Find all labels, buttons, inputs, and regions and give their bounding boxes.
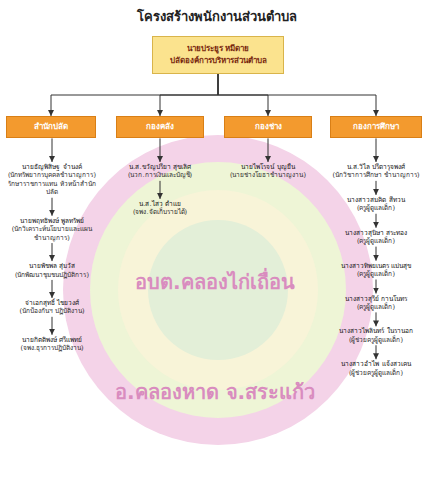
- node-body: (นักวิเคราะห์นโยบายและแผน ชำนาญการ): [4, 225, 100, 242]
- staff-entry: นางสาวทิพยเนตร แม่นสุข(ครูผู้ดูแลเด็ก): [324, 261, 428, 280]
- staff-entry: นายไพโรจน์ บุญยืน(นายช่างโยธาชำนาญงาน): [220, 162, 316, 181]
- node-body: (นักป้องกันฯ ปฏิบัติงาน): [4, 307, 100, 315]
- staff-entry: นายกิตติพงษ์ ศรีแพทย์(จพง.ธุรการปฏิบัติง…: [2, 335, 102, 354]
- watermark-text: อบต.คลองไก่เถื่อน: [135, 266, 295, 298]
- node-body: (นายช่างโยธาชำนาญงาน): [222, 171, 314, 179]
- node-body: ปลัดองค์การบริหารส่วนตำบล: [157, 55, 279, 67]
- connector-arrow: [376, 214, 377, 228]
- logo-center: [118, 190, 318, 390]
- staff-entry: จ่าเอกสุทธิ์ ไชยวงศ์(นักป้องกันฯ ปฏิบัติ…: [2, 298, 102, 317]
- connector-arrow: [160, 74, 218, 116]
- logo-outer-ring: [63, 135, 373, 445]
- connector-arrow: [376, 280, 377, 294]
- node-heading: นางสาวสุนิษา สระทอง: [326, 229, 426, 237]
- node-body: (ผู้ช่วยครูผู้ดูแลเด็ก): [326, 369, 426, 377]
- node-heading: นายพฤทธิพงษ์ พูลทรัพย์: [4, 217, 100, 225]
- node-heading: กองช่าง: [228, 122, 308, 132]
- node-heading: น.ส.ไสว ตำแย: [112, 200, 208, 208]
- staff-entry: น.ส.ขวัญปรียา สุขเลิศ(นวก.การเงินและบัญช…: [110, 162, 210, 181]
- connector-arrow: [52, 280, 53, 298]
- node-body: (นักพัฒนาชุมชนปฏิบัติการ): [4, 271, 100, 279]
- division-box: สำนักปลัด: [6, 116, 96, 138]
- connector-arrow: [52, 317, 53, 335]
- node-heading: นางสาวทิพยเนตร แม่นสุข: [326, 262, 426, 270]
- node-heading: นายพัชพล สุ่มวัส: [4, 262, 100, 270]
- division-box: กองการศึกษา: [330, 116, 422, 138]
- connector-arrow: [376, 345, 377, 359]
- staff-entry: นางสาวไพลินทร์ ในรานอก(ผู้ช่วยครูผู้ดูแล…: [324, 326, 428, 345]
- staff-entry: นางสาวสมคิด สีทวน(ครูผู้ดูแลเด็ก): [324, 195, 428, 214]
- node-heading: นายกิตติพงษ์ ศรีแพทย์: [4, 336, 100, 344]
- node-heading: นายประยูร หมีดาย: [157, 43, 279, 55]
- node-heading: กองคลัง: [120, 122, 200, 132]
- staff-entry: นางสาวอำไพ แจ้งสวเคน(ผู้ช่วยครูผู้ดูแลเด…: [324, 359, 428, 378]
- node-body: (นวก.การเงินและบัญชี): [112, 171, 208, 179]
- staff-entry: นางสาวสุรีย์ กานโนทร(ครูผู้ดูแลเด็ก): [324, 294, 428, 313]
- staff-entry: น.ส.ไสว ตำแย(จพง.จัดเก็บรายได้): [110, 199, 210, 218]
- connector-arrow: [51, 74, 218, 116]
- connector-arrow: [218, 74, 376, 116]
- node-heading: นางสาวอำไพ แจ้งสวเคน: [326, 360, 426, 368]
- node-heading: นางสาวสุรีย์ กานโนทร: [326, 295, 426, 303]
- node-heading: น.ส.วิไล ปรีดารุจพงศ์: [326, 163, 426, 171]
- connector-arrow: [52, 138, 53, 162]
- node-heading: นางสาวสมคิด สีทวน: [326, 196, 426, 204]
- connector-arrow: [160, 181, 161, 199]
- node-body: (นักทรัพยากรบุคคลชำนาญการ) รักษาราชการแท…: [4, 171, 100, 196]
- logo-inner-disc: [90, 162, 346, 418]
- chart-title: โครงสร้างพนักงานส่วนตำบล: [137, 6, 297, 27]
- node-body: (ครูผู้ดูแลเด็ก): [326, 237, 426, 245]
- node-body: (ครูผู้ดูแลเด็ก): [326, 204, 426, 212]
- connector-arrow: [52, 198, 53, 216]
- division-box: กองช่าง: [224, 116, 312, 138]
- node-heading: สำนักปลัด: [10, 122, 92, 132]
- connector-arrow: [376, 181, 377, 195]
- connector-arrow: [268, 138, 269, 162]
- node-body: (ผู้ช่วยครูผู้ดูแลเด็ก): [326, 336, 426, 344]
- node-body: (จพง.จัดเก็บรายได้): [112, 208, 208, 216]
- node-heading: กองการศึกษา: [334, 122, 418, 132]
- staff-entry: นายพัชพล สุ่มวัส(นักพัฒนาชุมชนปฏิบัติการ…: [2, 261, 102, 280]
- staff-entry: น.ส.วิไล ปรีดารุจพงศ์(นักวิชาการศึกษา ชำ…: [324, 162, 428, 181]
- connector-arrow: [52, 243, 53, 261]
- staff-entry: นายธัญพิสิษฐ จำนงค์(นักทรัพยากรบุคคลชำนา…: [2, 162, 102, 198]
- node-body: (จพง.ธุรการปฏิบัติงาน): [4, 344, 100, 352]
- watermark-text: อ.คลองหาด จ.สระแก้ว: [115, 376, 315, 408]
- chief-box: นายประยูร หมีดายปลัดองค์การบริหารส่วนตำบ…: [152, 36, 284, 74]
- node-heading: จ่าเอกสุทธิ์ ไชยวงศ์: [4, 299, 100, 307]
- node-heading: นางสาวไพลินทร์ ในรานอก: [326, 327, 426, 335]
- connector-arrow: [160, 138, 161, 162]
- connector-arrow: [376, 312, 377, 326]
- connector-arrow: [376, 138, 377, 162]
- node-heading: นายไพโรจน์ บุญยืน: [222, 163, 314, 171]
- node-heading: น.ส.ขวัญปรียา สุขเลิศ: [112, 163, 208, 171]
- division-box: กองคลัง: [116, 116, 204, 138]
- connector-arrow: [376, 247, 377, 261]
- node-body: (ครูผู้ดูแลเด็ก): [326, 270, 426, 278]
- node-body: (ครูผู้ดูแลเด็ก): [326, 303, 426, 311]
- staff-entry: นายพฤทธิพงษ์ พูลทรัพย์(นักวิเคราะห์นโยบา…: [2, 216, 102, 243]
- node-heading: นายธัญพิสิษฐ จำนงค์: [4, 163, 100, 171]
- node-body: (นักวิชาการศึกษา ชำนาญการ): [326, 171, 426, 179]
- staff-entry: นางสาวสุนิษา สระทอง(ครูผู้ดูแลเด็ก): [324, 228, 428, 247]
